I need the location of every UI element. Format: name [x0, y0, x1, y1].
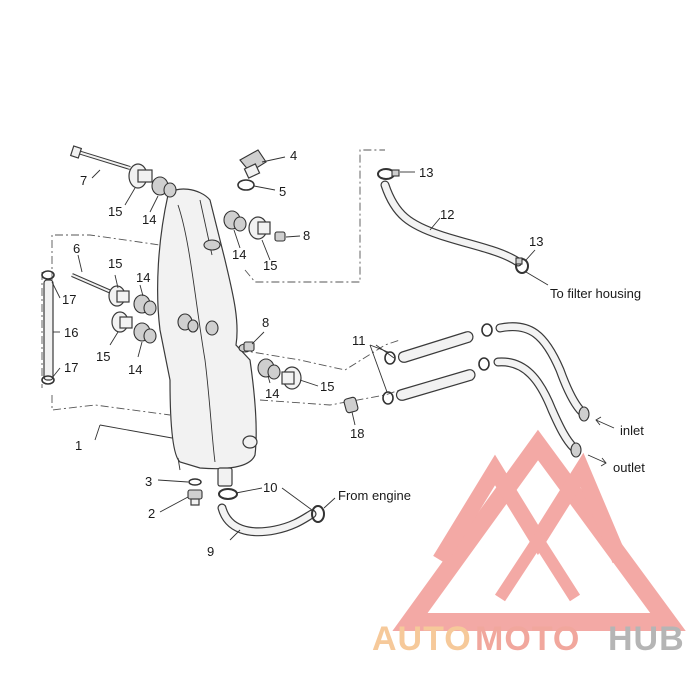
- bolt-7: [69, 145, 131, 170]
- watermark-hub: HUB: [608, 620, 685, 658]
- grommet-tank-right: [177, 313, 219, 336]
- spacer-15-right-top: [248, 216, 271, 240]
- callout-9: 9: [207, 544, 214, 559]
- watermark-auto: AUTO: [372, 620, 472, 658]
- callout-17-b: 17: [64, 360, 78, 375]
- annotations: To filter housing inlet outlet From engi…: [338, 286, 645, 503]
- callout-14-b: 14: [232, 247, 246, 262]
- note-to-filter-housing: To filter housing: [550, 286, 641, 301]
- spacer-15-top: [128, 163, 153, 189]
- callout-4: 4: [290, 148, 297, 163]
- callout-3: 3: [145, 474, 152, 489]
- callout-10: 10: [263, 480, 277, 495]
- clip-17-top: [41, 270, 55, 280]
- washer-3: [188, 478, 202, 486]
- grommet-14-right-top: [223, 210, 247, 232]
- grommet-14-mid: [133, 294, 157, 316]
- clamp-11-lower-right: [478, 357, 490, 371]
- drain-plug-2: [187, 489, 203, 506]
- note-from-engine: From engine: [338, 488, 411, 503]
- logo-inner-stroke: [494, 528, 581, 602]
- hose-outlet: [493, 357, 582, 458]
- grommet-14-low: [133, 322, 157, 344]
- callout-14-a: 14: [142, 212, 156, 227]
- hose-12: [380, 180, 523, 267]
- clamp-11-lower-left: [382, 391, 394, 405]
- clamp-10-left: [218, 488, 238, 500]
- nut-8-mid: [243, 341, 255, 352]
- callout-7: 7: [80, 173, 87, 188]
- callout-13-b: 13: [529, 234, 543, 249]
- o-ring-5: [237, 179, 255, 191]
- callout-6: 6: [73, 241, 80, 256]
- callout-8-a: 8: [303, 228, 310, 243]
- pipe-11-upper: [397, 331, 474, 363]
- clamp-13-bottom: [515, 257, 529, 274]
- grommet-14-lower-right: [257, 358, 281, 380]
- note-outlet: outlet: [613, 460, 645, 475]
- nut-8-top: [274, 231, 286, 242]
- hose-9: [217, 503, 317, 537]
- bush-18: [343, 396, 359, 414]
- clamp-11-upper-right: [481, 323, 493, 337]
- watermark-text: AUTO MOTO HUB: [372, 620, 685, 658]
- leader-lines: [51, 156, 549, 541]
- watermark-logo: [392, 429, 686, 631]
- clip-17-bottom: [41, 375, 55, 385]
- vent-tube-16: [43, 279, 54, 381]
- callout-8-b: 8: [262, 315, 269, 330]
- pipe-11-lower: [395, 369, 476, 401]
- clamp-13-top: [377, 168, 400, 180]
- callout-12: 12: [440, 207, 454, 222]
- filler-cap-4: [239, 149, 267, 179]
- callout-11: 11: [352, 333, 366, 348]
- clamp-11-upper-left: [384, 351, 396, 365]
- clamp-10-right: [311, 505, 325, 523]
- callout-15-a: 15: [108, 204, 122, 219]
- note-inlet: inlet: [620, 423, 644, 438]
- outlet-arrow-icon: [587, 454, 607, 467]
- callout-15-d: 15: [96, 349, 110, 364]
- callout-labels: 4 5 7 15 14 14 15 8 6 15 14 17 16 17 15 …: [62, 148, 543, 559]
- callout-15-c: 15: [108, 256, 122, 271]
- callout-1: 1: [75, 438, 82, 453]
- spacer-15-low: [111, 311, 133, 333]
- spacer-15-lower-right: [281, 366, 302, 390]
- callout-2: 2: [148, 506, 155, 521]
- callout-5: 5: [279, 184, 286, 199]
- callout-14-d: 14: [128, 362, 142, 377]
- callout-14-c: 14: [136, 270, 150, 285]
- grommet-14-top: [151, 176, 177, 198]
- callout-18: 18: [350, 426, 364, 441]
- callout-17-a: 17: [62, 292, 76, 307]
- inlet-arrow-icon: [595, 416, 615, 429]
- oil-tank: [157, 188, 258, 487]
- callout-14-e: 14: [265, 386, 279, 401]
- watermark-moto: MOTO: [475, 620, 580, 658]
- callout-13-a: 13: [419, 165, 433, 180]
- callout-15-e: 15: [320, 379, 334, 394]
- callout-15-b: 15: [263, 258, 277, 273]
- hose-inlet: [495, 322, 590, 422]
- callout-16: 16: [64, 325, 78, 340]
- spacer-15-mid: [108, 285, 130, 307]
